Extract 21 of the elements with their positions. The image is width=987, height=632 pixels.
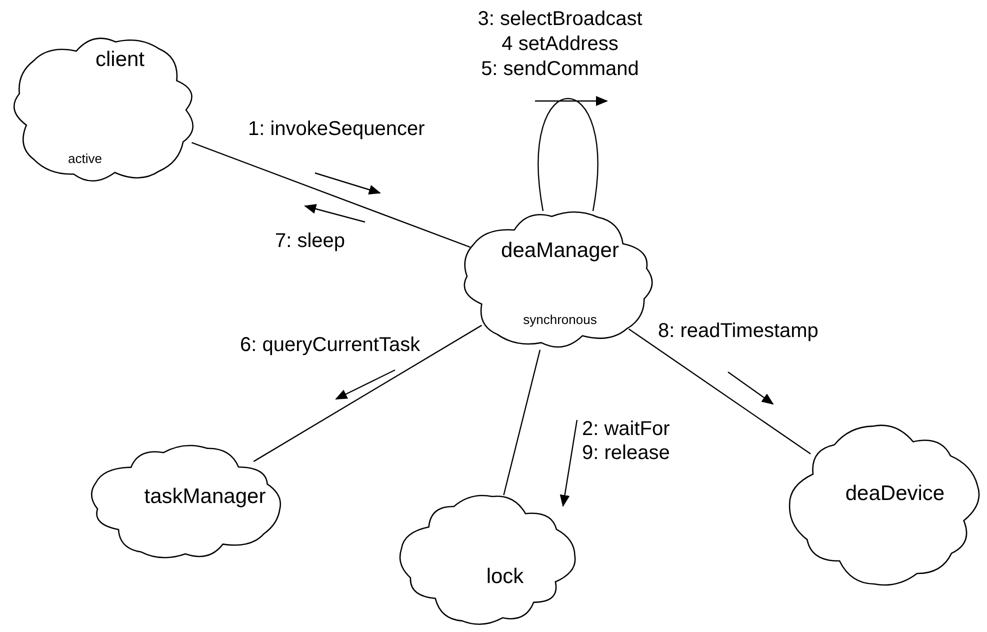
link-line xyxy=(253,324,482,462)
message-label: 3: selectBroadcast xyxy=(478,8,642,31)
message-label: 7: sleep xyxy=(275,230,346,253)
object-property: active xyxy=(68,152,102,167)
message-label: 5: sendCommand xyxy=(481,58,639,81)
object-name: client xyxy=(95,48,145,72)
object-name: deaDevice xyxy=(845,482,945,506)
link-line xyxy=(628,328,811,454)
object-property: synchronous xyxy=(523,313,597,328)
object-name: lock xyxy=(486,565,524,590)
object-name: deaManager xyxy=(501,239,619,264)
link-line xyxy=(503,350,541,496)
message-label: 2: waitFor xyxy=(582,418,670,441)
object-name: taskManager xyxy=(144,485,266,510)
link-line xyxy=(191,142,470,248)
message-label: 4 setAddress xyxy=(502,33,618,56)
link-line xyxy=(538,98,598,212)
message-label: 6: queryCurrentTask xyxy=(240,334,420,357)
message-label: 8: readTimestamp xyxy=(658,320,818,343)
message-label: 1: invokeSequencer xyxy=(248,118,425,141)
message-label: 9: release xyxy=(582,442,670,465)
